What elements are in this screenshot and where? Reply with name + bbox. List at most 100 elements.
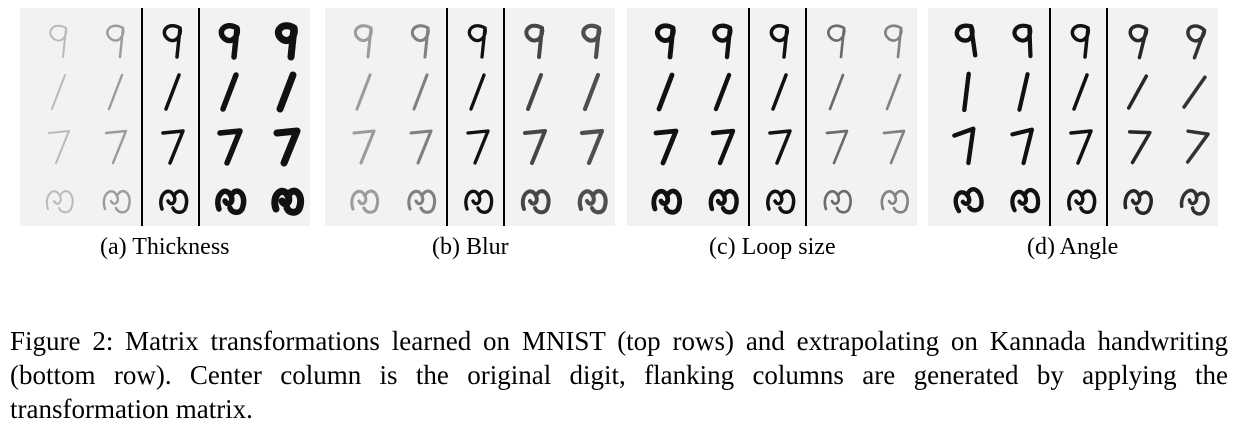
digit-cell	[335, 12, 391, 66]
digit-nine-glyph	[1070, 24, 1091, 59]
digit-seven-glyph	[825, 129, 849, 165]
digit-cell	[995, 65, 1051, 119]
digit-nine-glyph	[524, 23, 545, 59]
digit-cell	[392, 118, 448, 172]
digit-cell	[87, 65, 143, 119]
digit-seven-glyph	[217, 128, 243, 166]
digit-seven-glyph	[48, 130, 70, 164]
digit-cell	[1052, 65, 1108, 119]
digit-cell	[938, 171, 994, 225]
digit-cell	[751, 65, 807, 119]
digit-cell	[144, 118, 200, 172]
digit-one-glyph	[1182, 75, 1207, 109]
column-divider	[1106, 8, 1108, 226]
digit-cell	[258, 12, 314, 66]
digit-seven-glyph	[1185, 129, 1210, 164]
digit-seven-glyph	[653, 128, 679, 166]
digit-cell	[637, 171, 693, 225]
digit-one-glyph	[1072, 73, 1089, 111]
digit-cell	[506, 12, 562, 66]
digit-cell	[694, 65, 750, 119]
digit-cell	[637, 65, 693, 119]
digit-cell	[201, 12, 257, 66]
digit-cell	[258, 171, 314, 225]
digit-nine-glyph	[827, 24, 846, 59]
column-divider	[503, 8, 505, 226]
digit-cell	[335, 118, 391, 172]
digit-cell	[1166, 171, 1222, 225]
digit-one-glyph	[220, 72, 239, 112]
digit-cell	[938, 118, 994, 172]
digit-cell	[808, 65, 864, 119]
digit-cell	[30, 65, 86, 119]
panel-blur	[325, 8, 615, 226]
digit-cell	[144, 65, 200, 119]
kannada-character-glyph	[1179, 188, 1210, 216]
digit-nine-glyph	[353, 24, 373, 59]
subcaption-loop-size: (c) Loop size	[709, 234, 836, 260]
panel-thickness	[20, 8, 310, 226]
digit-nine-glyph	[1128, 24, 1149, 60]
digit-cell	[1052, 118, 1108, 172]
digit-one-glyph	[582, 72, 601, 112]
digit-cell	[751, 12, 807, 66]
digit-seven-glyph	[1127, 130, 1152, 165]
digit-cell	[694, 12, 750, 66]
digit-one-glyph	[1017, 72, 1030, 112]
digit-seven-glyph	[352, 129, 376, 165]
kannada-character-glyph	[520, 189, 551, 215]
digit-cell	[87, 171, 143, 225]
digit-one-glyph	[107, 73, 124, 111]
digit-nine-glyph	[49, 24, 68, 58]
digit-cell	[938, 65, 994, 119]
kannada-character-glyph	[1067, 189, 1097, 215]
kannada-character-glyph	[102, 190, 131, 214]
column-divider	[446, 8, 448, 226]
subcaption-blur: (b) Blur	[432, 234, 509, 260]
digit-one-glyph	[713, 72, 732, 112]
digit-one-glyph	[164, 73, 181, 111]
digit-cell	[1109, 118, 1165, 172]
digit-one-glyph	[412, 73, 429, 111]
digit-cell	[563, 12, 619, 66]
digit-one-glyph	[51, 74, 66, 110]
digit-cell	[144, 12, 200, 66]
kannada-character-glyph	[1123, 189, 1153, 215]
digit-cell	[1166, 118, 1222, 172]
digit-cell	[449, 171, 505, 225]
digit-cell	[1109, 171, 1165, 225]
digit-cell	[995, 118, 1051, 172]
digit-cell	[335, 65, 391, 119]
kannada-character-glyph	[708, 189, 739, 215]
subcaption-thickness: (a) Thickness	[100, 234, 230, 260]
digit-one-glyph	[276, 71, 297, 113]
digit-one-glyph	[469, 73, 486, 111]
digit-nine-glyph	[218, 23, 241, 60]
panel-angle	[928, 8, 1218, 226]
column-divider	[141, 8, 143, 226]
digit-nine-glyph	[954, 23, 978, 58]
digit-cell	[938, 12, 994, 66]
kannada-character-glyph	[1010, 188, 1041, 214]
column-divider	[198, 8, 200, 226]
digit-seven-glyph	[273, 127, 301, 167]
kannada-character-glyph	[45, 190, 74, 214]
digit-cell	[865, 171, 921, 225]
digit-cell	[201, 65, 257, 119]
digit-cell	[201, 171, 257, 225]
kannada-character-glyph	[880, 189, 909, 214]
digit-cell	[392, 12, 448, 66]
kannada-character-glyph	[215, 188, 247, 215]
column-divider	[748, 8, 750, 226]
digit-seven-glyph	[1010, 127, 1035, 166]
digit-nine-glyph	[581, 23, 602, 60]
digit-cell	[392, 65, 448, 119]
digit-cell	[751, 118, 807, 172]
kannada-character-glyph	[651, 188, 682, 215]
digit-cell	[865, 12, 921, 66]
panel-loop-size	[627, 8, 917, 226]
digit-nine-glyph	[1186, 24, 1207, 60]
digit-seven-glyph	[161, 129, 185, 165]
digit-cell	[392, 171, 448, 225]
digit-one-glyph	[771, 73, 788, 111]
